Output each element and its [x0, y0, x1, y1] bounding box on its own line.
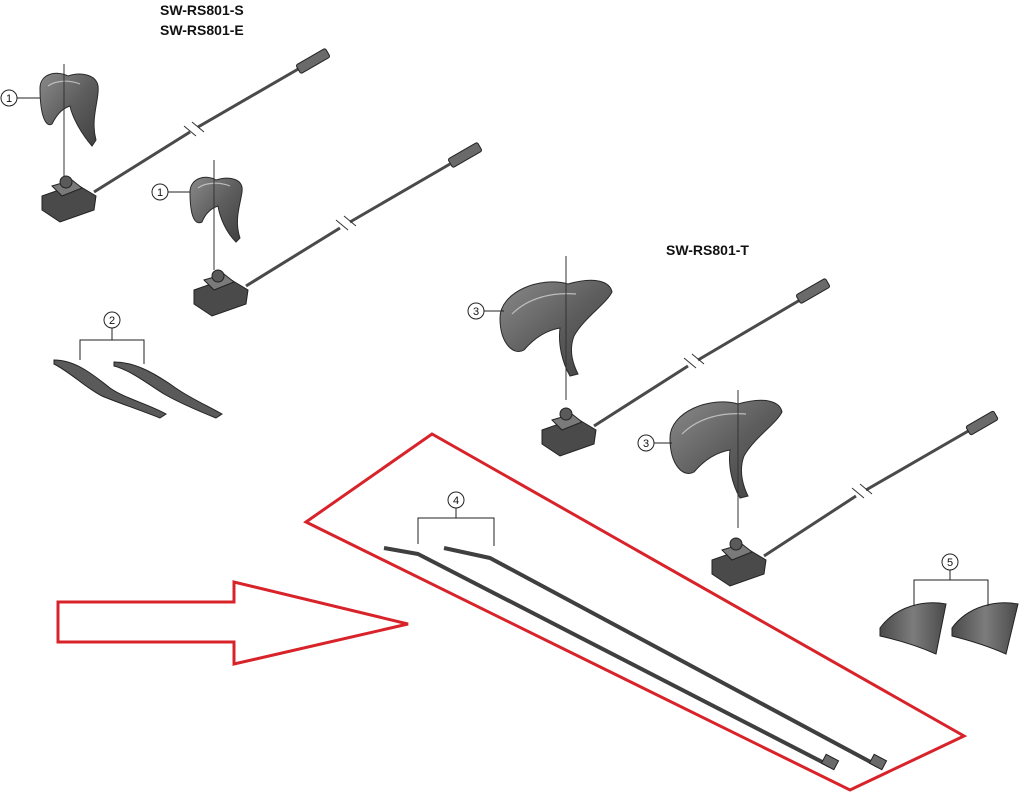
- switch-cable-t-upper: [593, 278, 830, 428]
- callout-2: 2: [79, 311, 145, 364]
- clamp-band-s-upper: [39, 72, 99, 147]
- callout-number: 2: [109, 315, 115, 327]
- callout-number: 4: [453, 495, 459, 507]
- model-label-s: SW-RS801-S: [160, 2, 244, 18]
- switch-body-t-upper: [541, 407, 597, 457]
- callout-number: 3: [643, 438, 649, 450]
- clamp-band-s-lower: [189, 176, 243, 243]
- switch-cable-s-lower: [245, 142, 482, 288]
- switch-cable-s-upper: [93, 48, 330, 194]
- callout-1-lower: 1: [151, 183, 190, 201]
- pointer-arrow-icon: [56, 580, 409, 666]
- callout-number: 1: [6, 93, 12, 105]
- switch-unit-t-upper: [499, 256, 830, 457]
- switch-body-t-lower: [711, 537, 767, 587]
- switch-unit-s-lower: [189, 142, 482, 317]
- switch-cable-t-lower: [763, 410, 999, 558]
- model-label-t: SW-RS801-T: [666, 242, 749, 258]
- callout-5: 5: [913, 553, 989, 606]
- clamp-band-t-upper: [499, 279, 613, 377]
- callout-number: 1: [157, 187, 163, 199]
- callout-1-upper: 1: [0, 89, 40, 107]
- callout-3-lower: 3: [637, 434, 672, 452]
- callout-number: 3: [473, 306, 479, 318]
- spacer-pair: [53, 359, 223, 419]
- callout-4: 4: [417, 491, 495, 546]
- switch-body-s-lower: [193, 269, 249, 317]
- pad-pair: [879, 602, 1019, 655]
- switch-body-s-upper: [41, 175, 97, 223]
- highlight-frame-icon: [303, 432, 968, 792]
- callout-3-upper: 3: [467, 302, 504, 320]
- switch-unit-t-lower: [669, 390, 999, 587]
- model-label-e: SW-RS801-E: [160, 22, 244, 38]
- switch-unit-s-upper: [39, 48, 330, 223]
- cable-tie-pair: [383, 546, 888, 771]
- clamp-band-t-lower: [669, 399, 783, 499]
- callout-number: 5: [947, 557, 953, 569]
